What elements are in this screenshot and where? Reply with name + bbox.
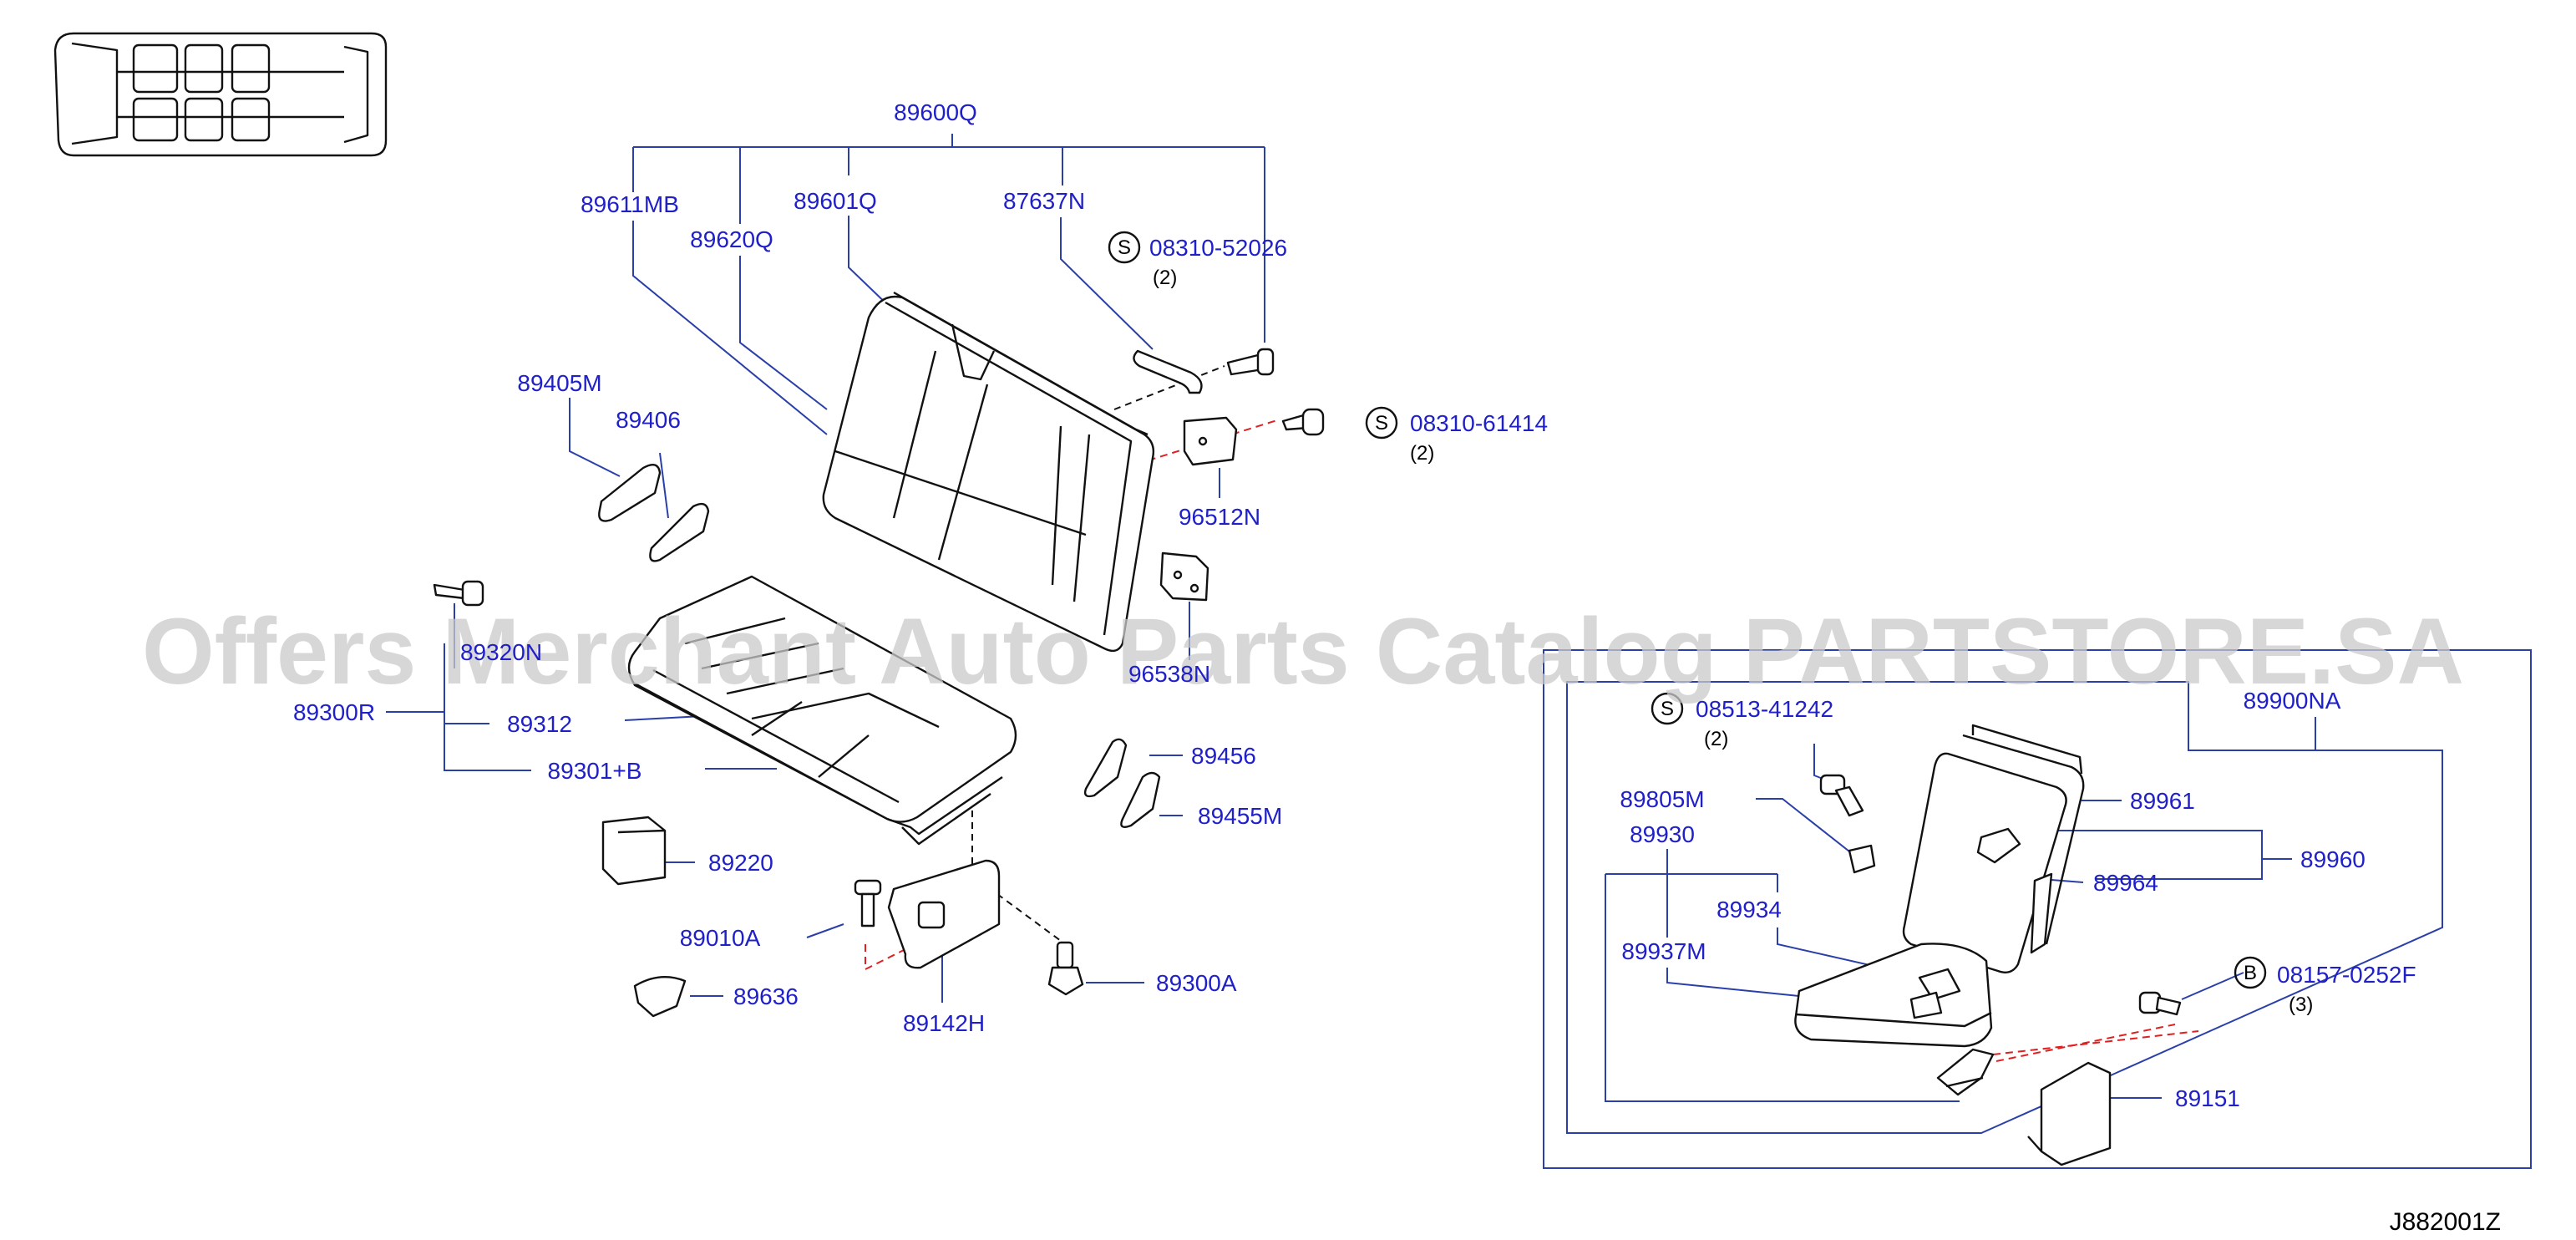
- part-label-87637N[interactable]: 87637N: [1003, 188, 1085, 214]
- diagram-reference-code: J882001Z: [2390, 1208, 2501, 1236]
- part-label-89300A[interactable]: 89300A: [1156, 970, 1237, 996]
- part-label-08310-52026[interactable]: 08310-52026: [1149, 235, 1287, 261]
- part-label-89934[interactable]: 89934: [1716, 897, 1782, 922]
- s-symbol-icon: [1108, 231, 1141, 264]
- part-label-89010A[interactable]: 89010A: [680, 925, 761, 951]
- s-symbol-label: S: [1118, 236, 1131, 259]
- part-label-89611MB[interactable]: 89611MB: [581, 191, 679, 217]
- part-label-89142H[interactable]: 89142H: [903, 1010, 985, 1036]
- part-label-96538N[interactable]: 96538N: [1128, 661, 1210, 687]
- part-label-89636[interactable]: 89636: [733, 983, 799, 1009]
- part-label-08310-61414[interactable]: 08310-61414: [1410, 410, 1548, 436]
- part-label-96512N[interactable]: 96512N: [1179, 504, 1260, 530]
- part-label-89405M[interactable]: 89405M: [517, 370, 601, 396]
- qty-08157-0252F: (3): [2289, 994, 2313, 1016]
- part-label-89961[interactable]: 89961: [2130, 788, 2195, 814]
- rear-seat-back-illustration: [822, 291, 1155, 653]
- part-label-89601Q[interactable]: 89601Q: [794, 188, 877, 214]
- part-label-89312[interactable]: 89312: [507, 711, 572, 737]
- screw-symbols: S S S B: [1108, 231, 2267, 989]
- part-label-89320N[interactable]: 89320N: [460, 639, 542, 665]
- part-label-89930[interactable]: 89930: [1630, 821, 1695, 847]
- part-label-89456[interactable]: 89456: [1191, 743, 1256, 769]
- part-label-08513-41242[interactable]: 08513-41242: [1696, 696, 1833, 722]
- qty-08513-41242: (2): [1704, 728, 1728, 750]
- s-symbol-icon: [1651, 692, 1684, 725]
- part-label-89406[interactable]: 89406: [616, 407, 681, 433]
- part-label-89937M[interactable]: 89937M: [1621, 938, 1706, 964]
- qty-08310-61414: (2): [1410, 442, 1434, 465]
- part-label-89900NA[interactable]: 89900NA: [2244, 688, 2341, 714]
- part-label-89960[interactable]: 89960: [2300, 846, 2366, 872]
- part-label-08157-0252F[interactable]: 08157-0252F: [2277, 962, 2416, 988]
- single-seat-illustration: [1794, 724, 2182, 1166]
- vehicle-locator-icon: [53, 32, 388, 157]
- b-symbol-label: B: [2244, 962, 2257, 984]
- part-label-89220[interactable]: 89220: [708, 850, 773, 876]
- part-label-89455M[interactable]: 89455M: [1198, 803, 1282, 829]
- s-symbol-label: S: [1661, 698, 1674, 720]
- rear-seat-cushion-illustration: [627, 575, 1017, 846]
- part-label-89301+B[interactable]: 89301+B: [548, 758, 642, 784]
- watermark: Offers Merchant Auto Parts Catalog PARTS…: [142, 599, 2464, 704]
- qty-08310-52026: (2): [1153, 267, 1177, 289]
- part-label-89151[interactable]: 89151: [2175, 1085, 2240, 1111]
- s-symbol-icon: [1365, 406, 1398, 440]
- left-small-parts: [433, 348, 1325, 1018]
- part-labels: 89600Q 89611MB 89620Q 89601Q 87637N 0831…: [293, 99, 2416, 1111]
- part-label-89805M[interactable]: 89805M: [1620, 786, 1704, 812]
- s-symbol-label: S: [1375, 412, 1388, 435]
- part-label-89600Q[interactable]: 89600Q: [894, 99, 977, 125]
- b-symbol-icon: [2234, 956, 2267, 989]
- part-label-89300R[interactable]: 89300R: [293, 699, 375, 725]
- part-label-89964[interactable]: 89964: [2093, 870, 2158, 896]
- part-label-89620Q[interactable]: 89620Q: [690, 226, 773, 252]
